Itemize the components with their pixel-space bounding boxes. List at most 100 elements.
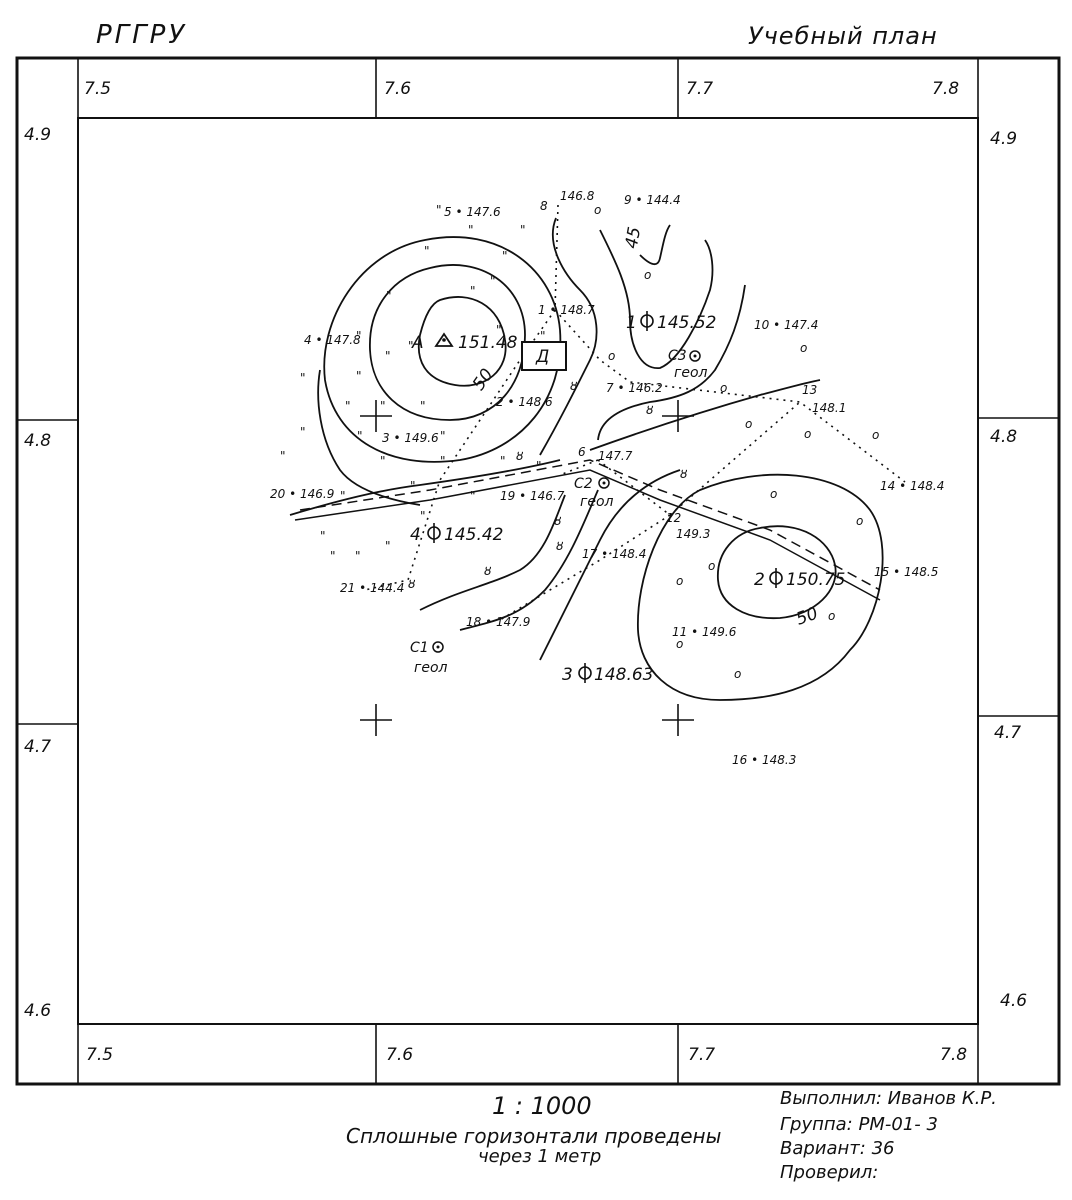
x-label-top-3: 7.7 bbox=[686, 79, 713, 99]
y-label-right-2: 4.8 bbox=[990, 427, 1017, 447]
svg-text:o: o bbox=[676, 574, 683, 588]
svg-text:o: o bbox=[708, 559, 715, 573]
point-7: 7 • 146.2 bbox=[606, 381, 663, 395]
well-c2-geol: геол bbox=[580, 494, 614, 510]
well-c3-name: С3 bbox=[668, 348, 687, 364]
y-label-right-4: 4.6 bbox=[1000, 991, 1027, 1011]
y-label-left-1: 4.9 bbox=[24, 125, 51, 145]
svg-text:o: o bbox=[644, 268, 651, 282]
svg-text:": " bbox=[490, 274, 496, 288]
well-dots bbox=[436, 354, 697, 649]
contour-south-ridge bbox=[589, 379, 821, 451]
point-9: 9 • 144.4 bbox=[624, 193, 681, 207]
point-3: 3 • 149.6 bbox=[382, 431, 439, 445]
road bbox=[294, 459, 881, 601]
svg-text:o: o bbox=[770, 487, 777, 501]
svg-text:o: o bbox=[745, 417, 752, 431]
svg-text:ȣ: ȣ bbox=[646, 403, 654, 417]
station-1-elev: 145.52 bbox=[657, 313, 716, 333]
point-18: 18 • 147.9 bbox=[466, 615, 530, 629]
point-21: 21 • 144.4 bbox=[340, 581, 404, 595]
contour-hill-a-2 bbox=[369, 264, 526, 421]
point-8-elev: 146.8 bbox=[560, 189, 595, 203]
contour-east-valley bbox=[597, 284, 746, 441]
well-c1-name: С1 bbox=[410, 640, 429, 656]
point-14: 14 • 148.4 bbox=[880, 479, 944, 493]
svg-text:": " bbox=[420, 399, 426, 413]
station-1-name: 1 bbox=[626, 313, 637, 333]
station-a-name: А bbox=[411, 333, 424, 353]
contour-note-line-1: Сплошные горизонтали проведены bbox=[346, 1124, 722, 1148]
svg-text:ȣ: ȣ bbox=[570, 379, 578, 393]
svg-text:o: o bbox=[720, 381, 727, 395]
svg-text:ȣ: ȣ bbox=[680, 467, 688, 481]
svg-text:": " bbox=[436, 203, 442, 217]
svg-text:": " bbox=[440, 429, 446, 443]
building bbox=[521, 341, 567, 371]
x-label-bottom-2: 7.6 bbox=[386, 1045, 413, 1065]
svg-text:ȣ: ȣ bbox=[516, 449, 524, 463]
border-ticks bbox=[17, 58, 1059, 1084]
contour-label-45: 45 bbox=[622, 225, 645, 250]
y-label-right-3: 4.7 bbox=[994, 723, 1021, 743]
checked-by-line: Проверил: bbox=[780, 1162, 879, 1183]
svg-text:": " bbox=[420, 509, 426, 523]
point-10: 10 • 147.4 bbox=[754, 318, 818, 332]
contour-southwest-2 bbox=[459, 489, 599, 631]
station-4-name: 4 bbox=[410, 525, 421, 545]
svg-text:": " bbox=[440, 454, 446, 468]
svg-text:": " bbox=[540, 329, 546, 343]
survey-traverse bbox=[364, 204, 906, 621]
x-label-top-1: 7.5 bbox=[84, 79, 111, 99]
point-13-number: 13 bbox=[802, 383, 817, 397]
svg-text:o: o bbox=[800, 341, 807, 355]
contour-lines bbox=[289, 217, 884, 701]
svg-text:o: o bbox=[804, 427, 811, 441]
point-12-elev: 149.3 bbox=[676, 527, 710, 541]
variant-line: Вариант: 36 bbox=[780, 1138, 895, 1159]
svg-text:": " bbox=[500, 454, 506, 468]
well-symbols bbox=[432, 350, 701, 653]
x-label-bottom-4: 7.8 bbox=[940, 1045, 967, 1065]
contour-southwest-3 bbox=[539, 469, 681, 661]
svg-text:": " bbox=[340, 489, 346, 503]
point-19: 19 • 146.7 bbox=[500, 489, 565, 503]
point-8-number: 8 bbox=[540, 199, 548, 213]
svg-text:": " bbox=[380, 399, 386, 413]
contour-road-north bbox=[289, 459, 561, 516]
contour-valley-1 bbox=[599, 229, 714, 369]
point-16: 16 • 148.3 bbox=[732, 753, 796, 767]
station-4-elev: 145.42 bbox=[444, 525, 503, 545]
svg-text:": " bbox=[357, 429, 363, 443]
svg-text:ȣ: ȣ bbox=[408, 577, 416, 591]
svg-text:": " bbox=[502, 249, 508, 263]
grid-crosses bbox=[360, 400, 694, 736]
contour-hill-2-2 bbox=[637, 473, 884, 701]
contour-note-line-2: через 1 метр bbox=[478, 1146, 602, 1167]
y-label-left-2: 4.8 bbox=[24, 431, 51, 451]
point-17: 17 • 148.4 bbox=[582, 547, 646, 561]
svg-text:": " bbox=[408, 339, 414, 353]
plan-title: Учебный план bbox=[748, 22, 938, 50]
station-3-elev: 148.63 bbox=[594, 665, 653, 685]
svg-text:ȣ: ȣ bbox=[484, 564, 492, 578]
point-11: 11 • 149.6 bbox=[672, 625, 737, 639]
contour-hill-2-1 bbox=[717, 525, 837, 619]
well-c1-geol: геол bbox=[414, 660, 448, 676]
svg-text:": " bbox=[385, 349, 391, 363]
svg-text:": " bbox=[300, 371, 306, 385]
x-label-bottom-1: 7.5 bbox=[86, 1045, 113, 1065]
outer-frame bbox=[15, 56, 1061, 1086]
point-5: 5 • 147.6 bbox=[444, 205, 501, 219]
traverse-station-symbols bbox=[427, 311, 783, 683]
svg-text:o: o bbox=[828, 609, 835, 623]
point-6-elev: 147.7 bbox=[598, 449, 633, 463]
contour-southwest-1 bbox=[419, 494, 566, 611]
y-label-left-3: 4.7 bbox=[24, 737, 51, 757]
svg-text:": " bbox=[380, 454, 386, 468]
svg-text:": " bbox=[300, 425, 306, 439]
station-3-name: 3 bbox=[562, 665, 573, 685]
svg-text:": " bbox=[345, 399, 351, 413]
point-2: 2 • 148.6 bbox=[496, 395, 553, 409]
